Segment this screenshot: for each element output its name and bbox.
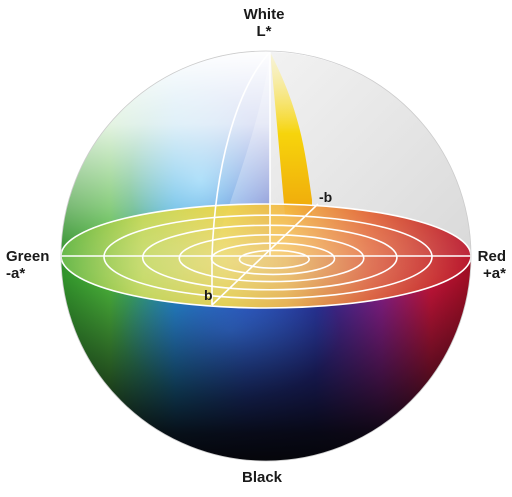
disc-ring — [178, 234, 365, 283]
minus-b-label: -b — [319, 189, 333, 205]
green-label: Green -a* — [6, 248, 49, 282]
white-label-text: White — [243, 6, 285, 23]
yellow-cut-face — [270, 52, 312, 215]
red-label-text: Red — [477, 248, 506, 265]
green-label-text: Green — [6, 248, 50, 265]
disc-ring — [238, 249, 310, 269]
white-label: White L* — [244, 6, 285, 40]
meridian-line — [211, 51, 271, 305]
b-label: b — [204, 287, 213, 303]
sphere-outline — [60, 50, 472, 462]
black-label: Black — [241, 469, 283, 486]
minus-a-star-label-text: -a* — [6, 265, 26, 282]
axis-lines — [61, 51, 471, 306]
red-label: Red +a* — [478, 248, 506, 282]
plus-a-star-label-text: +a* — [483, 265, 506, 282]
l-star-label-text: L* — [256, 23, 272, 40]
b-axis — [211, 203, 319, 306]
